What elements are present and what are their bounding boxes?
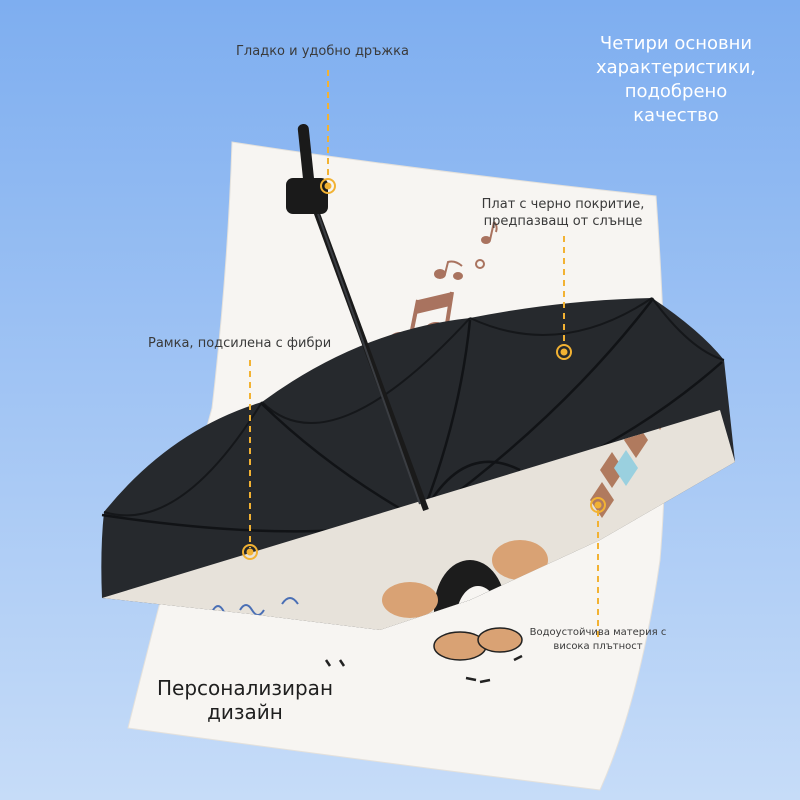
callout-dot-icon bbox=[320, 178, 336, 194]
music-note-icon bbox=[481, 221, 498, 244]
callout-dot-icon bbox=[590, 497, 606, 513]
callout-lines bbox=[249, 70, 599, 640]
umbrella-handle bbox=[286, 124, 328, 214]
callout-dot-icon bbox=[556, 344, 572, 360]
headline: Четири основни характеристики, подобрено… bbox=[595, 33, 757, 126]
music-note-icon bbox=[434, 259, 485, 280]
feature-label-design: Персонализиран дизайн bbox=[156, 676, 334, 724]
callout-dot-icon bbox=[242, 544, 258, 560]
umbrella-shaft bbox=[309, 198, 429, 512]
canopy-edge bbox=[103, 297, 725, 517]
bear-illustration bbox=[492, 540, 548, 580]
feature-label-frame: Рамка, подсилена с фибри bbox=[148, 336, 332, 351]
feature-label-handle: Гладко и удобно дръжка bbox=[236, 44, 409, 59]
feature-label-coating: Плат с черно покритие, предпазващ от слъ… bbox=[481, 197, 645, 229]
feature-label-fabric: Водоустойчива материя с висока плътност bbox=[529, 627, 667, 652]
penguin-feet bbox=[433, 627, 523, 661]
dash-marks bbox=[324, 654, 523, 684]
